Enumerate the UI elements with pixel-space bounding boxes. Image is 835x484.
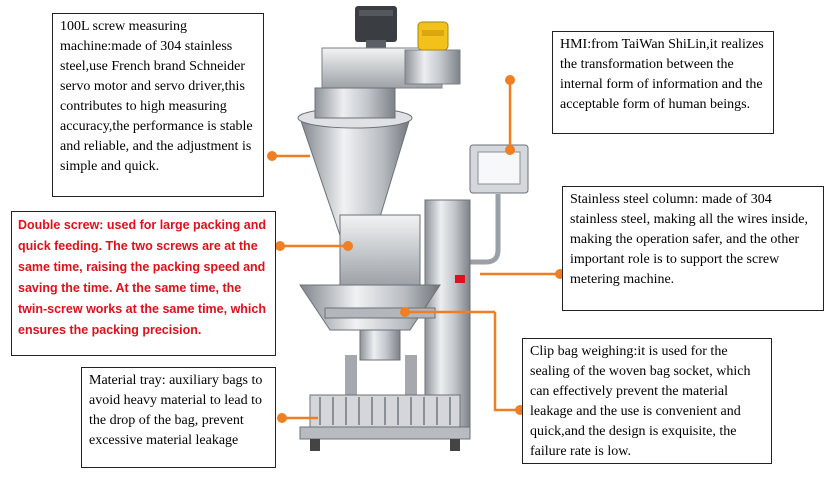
callout-material-tray-body: : auxiliary bags to avoid heavy material… (89, 373, 263, 448)
warning-beacon-icon (417, 21, 449, 51)
hmi-screen-icon (469, 144, 529, 194)
callout-hmi: HMI:from TaiWan ShiLin,it realizes the t… (552, 31, 774, 134)
callout-clip-bag-body: :it is used for the sealing of the woven… (530, 344, 751, 459)
callout-double-screw-body: : used for large packing and quick feedi… (18, 218, 266, 337)
callout-hmi-title: HMI (560, 37, 588, 52)
callout-double-screw-title: Double screw (18, 218, 100, 232)
callout-clip-bag-weighing: Clip bag weighing:it is used for the sea… (522, 338, 772, 464)
callout-hmi-body: :from TaiWan ShiLin,it realizes the tran… (560, 37, 764, 112)
callout-double-screw: Double screw: used for large packing and… (11, 211, 276, 356)
callout-screw-machine: 100L screw measuring machine:made of 304… (52, 13, 264, 197)
leader-lines (267, 75, 565, 423)
callout-screw-machine-body: :made of 304 stainless steel,use French … (60, 39, 253, 174)
callout-steel-column: Stainless steel column: made of 304 stai… (562, 186, 824, 311)
callout-steel-column-body: : made of 304 stainless steel, making al… (570, 192, 808, 287)
callout-steel-column-title: Stainless steel column (570, 192, 695, 207)
servo-motor-icon (355, 6, 397, 50)
callout-screw-machine-title: 100L screw measuring machine (60, 19, 187, 54)
callout-clip-bag-title: Clip bag weighing (530, 344, 634, 359)
callout-material-tray: Material tray: auxiliary bags to avoid h… (81, 367, 276, 468)
callout-material-tray-title: Material tray (89, 373, 162, 388)
